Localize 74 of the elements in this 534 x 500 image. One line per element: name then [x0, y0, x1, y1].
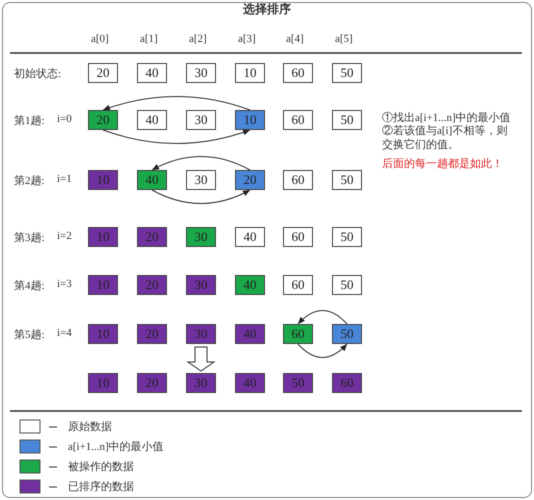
legend-text: 被操作的数据 [68, 460, 134, 474]
swap-arrow [102, 96, 250, 111]
note-text: 后面的每一趟都是如此！ [382, 157, 503, 171]
column-header: a[2] [189, 33, 207, 45]
number-box: 60 [283, 63, 313, 83]
number-box: 20 [137, 227, 167, 247]
note-text: ①找出a[i+1...n]中的最小值 [382, 110, 512, 124]
number-box: 40 [235, 324, 265, 344]
row-label: i=4 [57, 327, 72, 339]
down-arrow [186, 346, 216, 372]
row-label: 第2趟: [14, 174, 45, 188]
number-box: 10 [235, 63, 265, 83]
number-box: 50 [283, 373, 313, 393]
number-box: 10 [235, 110, 265, 130]
number-box: 50 [332, 110, 362, 130]
column-header: a[3] [238, 33, 256, 45]
number-box: 30 [186, 324, 216, 344]
number-box: 30 [186, 227, 216, 247]
number-box: 60 [332, 373, 362, 393]
legend-text: a[i+1...n]中的最小值 [68, 440, 164, 454]
number-box: 20 [137, 324, 167, 344]
number-box: 60 [283, 275, 313, 295]
number-box: 50 [332, 275, 362, 295]
row-label: i=0 [57, 113, 72, 125]
number-box: 30 [186, 110, 216, 130]
number-box: 20 [137, 373, 167, 393]
number-box: 40 [235, 275, 265, 295]
swap-arrow [152, 190, 250, 204]
number-box: 20 [137, 275, 167, 295]
row-label: 第1趟: [14, 114, 45, 128]
number-box: 20 [235, 170, 265, 190]
number-box: 60 [283, 110, 313, 130]
swap-arrow [152, 156, 250, 170]
title: 选择排序 [242, 1, 292, 18]
swap-arrow [298, 344, 348, 358]
number-box: 50 [332, 63, 362, 83]
row-label: i=2 [57, 230, 72, 242]
number-box: 60 [283, 324, 313, 344]
legend-text: 已排序的数据 [68, 480, 134, 494]
number-box: 30 [186, 275, 216, 295]
row-label: 第5趟: [14, 328, 45, 342]
swap-arrow [298, 310, 348, 324]
number-box: 10 [88, 275, 118, 295]
row-label: 初始状态: [14, 66, 62, 81]
number-box: 10 [88, 324, 118, 344]
number-box: 40 [137, 110, 167, 130]
row-label: 第3趟: [14, 231, 45, 245]
number-box: 10 [88, 170, 118, 190]
row-label: i=1 [57, 173, 72, 185]
swap-arrow [102, 129, 250, 144]
legend-text: 原始数据 [68, 420, 112, 434]
number-box: 10 [88, 373, 118, 393]
number-box: 50 [332, 170, 362, 190]
number-box: 30 [186, 373, 216, 393]
number-box: 30 [186, 170, 216, 190]
column-header: a[1] [140, 33, 158, 45]
column-header: a[5] [335, 33, 353, 45]
number-box: 50 [332, 227, 362, 247]
column-header: a[0] [91, 33, 109, 45]
row-label: 第4趟: [14, 279, 45, 293]
row-label: i=3 [57, 278, 72, 290]
number-box: 60 [283, 227, 313, 247]
number-box: 20 [88, 110, 118, 130]
number-box: 40 [137, 170, 167, 190]
number-box: 60 [283, 170, 313, 190]
number-box: 40 [235, 227, 265, 247]
note-text: ②若该值与a[i]不相等，则交换它们的值。 [382, 124, 508, 152]
number-box: 20 [88, 63, 118, 83]
number-box: 30 [186, 63, 216, 83]
number-box: 50 [332, 324, 362, 344]
number-box: 10 [88, 227, 118, 247]
column-header: a[4] [286, 33, 304, 45]
number-box: 40 [235, 373, 265, 393]
number-box: 40 [137, 63, 167, 83]
